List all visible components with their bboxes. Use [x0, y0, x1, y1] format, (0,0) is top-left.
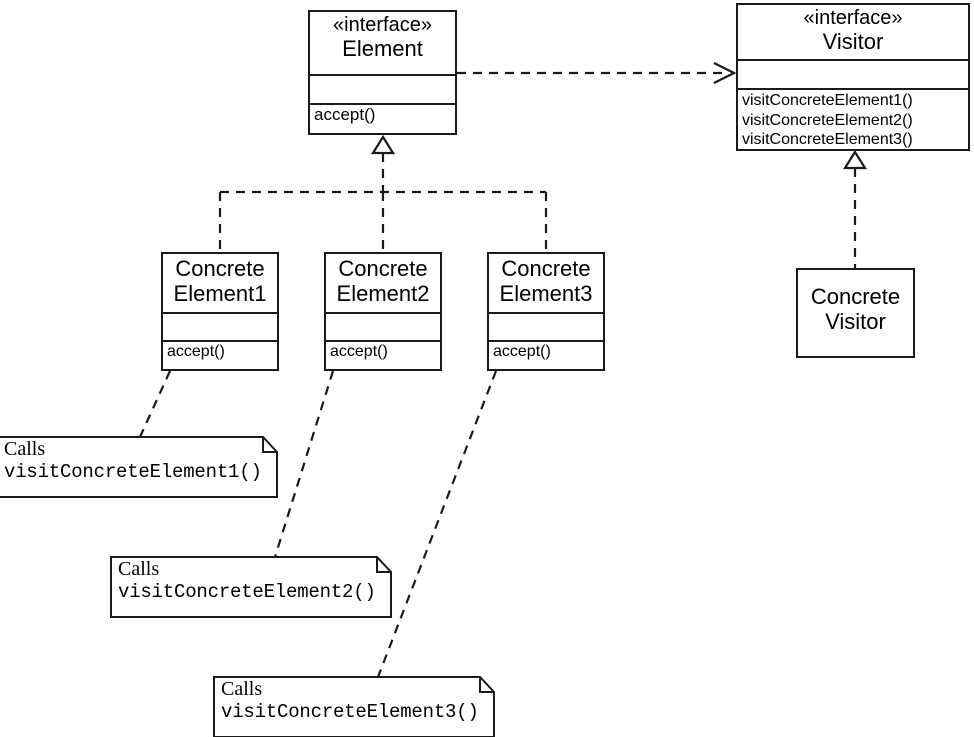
- note1-text-block: Calls visitConcreteElement1(): [4, 438, 276, 483]
- note-calls-visit3[interactable]: Calls visitConcreteElement3(): [213, 676, 497, 737]
- concrete-element1-name-line1: Concrete: [175, 256, 265, 281]
- element-stereotype: «interface»: [333, 14, 432, 36]
- element-operation-accept: accept(): [314, 105, 376, 124]
- element-name-compartment: «interface» Element: [310, 12, 455, 74]
- visitor-attributes-compartment: [738, 59, 968, 88]
- note1-call-signature: visitConcreteElement1(): [4, 461, 262, 483]
- class-box-concrete-element1[interactable]: Concrete Element1 accept(): [161, 252, 279, 371]
- note3-anchor-line: [376, 370, 498, 678]
- note-shape-icon: [213, 676, 495, 737]
- note-shape-icon: [0, 436, 278, 498]
- concrete-element3-name-line1: Concrete: [501, 256, 591, 281]
- hollow-triangle-icon: [843, 149, 867, 170]
- visitor-operation-visit2: visitConcreteElement2(): [742, 111, 913, 129]
- concrete-element3-name-compartment: Concrete Element3: [489, 254, 603, 312]
- concrete-element1-name-line2: Element1: [173, 280, 267, 306]
- visitor-operation-visit1: visitConcreteElement1(): [742, 92, 913, 109]
- concrete-element2-operation-accept: accept(): [330, 343, 388, 360]
- visitor-stereotype: «interface»: [803, 7, 903, 29]
- concrete-element3-attributes-compartment: [489, 312, 603, 340]
- class-box-concrete-visitor[interactable]: Concrete Visitor: [796, 268, 915, 358]
- class-box-concrete-element3[interactable]: Concrete Element3 accept(): [487, 252, 605, 371]
- note2-anchor-line: [273, 370, 335, 558]
- visitor-class-name: Visitor: [822, 28, 884, 54]
- note-calls-visit1[interactable]: Calls visitConcreteElement1(): [0, 436, 280, 498]
- concrete-visitor-name-compartment: Concrete Visitor: [798, 270, 913, 356]
- concrete-element2-name-line1: Concrete: [338, 256, 428, 281]
- concrete-element1-operation-accept: accept(): [167, 343, 225, 360]
- element-attributes-compartment: [310, 74, 455, 103]
- concrete-element2-name-compartment: Concrete Element2: [326, 254, 440, 312]
- note3-label: Calls: [221, 678, 263, 700]
- concrete-element2-name-line2: Element2: [336, 280, 430, 306]
- dependency-element-to-visitor: [457, 62, 737, 84]
- note1-label: Calls: [4, 438, 46, 460]
- note2-label: Calls: [118, 558, 160, 580]
- note2-call-signature: visitConcreteElement2(): [118, 581, 376, 603]
- concrete-element3-operation-accept: accept(): [493, 343, 551, 360]
- concrete-element1-attributes-compartment: [163, 312, 277, 340]
- element-class-name: Element: [342, 35, 423, 61]
- concrete-element3-name-line2: Element3: [499, 280, 593, 306]
- note-calls-visit2[interactable]: Calls visitConcreteElement2(): [110, 556, 394, 618]
- concrete-visitor-name-line1: Concrete: [810, 284, 901, 309]
- hollow-triangle-icon: [371, 134, 395, 155]
- concrete-element2-operations-compartment: accept(): [326, 340, 440, 369]
- concrete-element1-name-compartment: Concrete Element1: [163, 254, 277, 312]
- note1-anchor-line: [138, 370, 172, 438]
- note3-call-signature: visitConcreteElement3(): [221, 701, 479, 723]
- visitor-name-compartment: «interface» Visitor: [738, 5, 968, 59]
- realization-tree-element: [218, 134, 548, 252]
- concrete-visitor-name-line2: Visitor: [825, 308, 886, 334]
- note2-text-block: Calls visitConcreteElement2(): [118, 558, 390, 603]
- note-anchor-lines: [138, 370, 498, 678]
- concrete-element2-attributes-compartment: [326, 312, 440, 340]
- element-operations-compartment: accept(): [310, 103, 455, 133]
- class-box-visitor[interactable]: «interface» Visitor visitConcreteElement…: [736, 3, 970, 151]
- visitor-operations-compartment: visitConcreteElement1() visitConcreteEle…: [738, 88, 968, 149]
- realization-concretevisitor-to-visitor: [843, 149, 867, 268]
- note3-text-block: Calls visitConcreteElement3(): [221, 678, 493, 723]
- concrete-element1-operations-compartment: accept(): [163, 340, 277, 369]
- concrete-element3-operations-compartment: accept(): [489, 340, 603, 369]
- open-arrowhead-icon: [713, 62, 737, 84]
- note-shape-icon: [110, 556, 392, 618]
- class-box-concrete-element2[interactable]: Concrete Element2 accept(): [324, 252, 442, 371]
- class-box-element[interactable]: «interface» Element accept(): [308, 10, 457, 135]
- visitor-operation-visit3: visitConcreteElement3(): [742, 131, 913, 149]
